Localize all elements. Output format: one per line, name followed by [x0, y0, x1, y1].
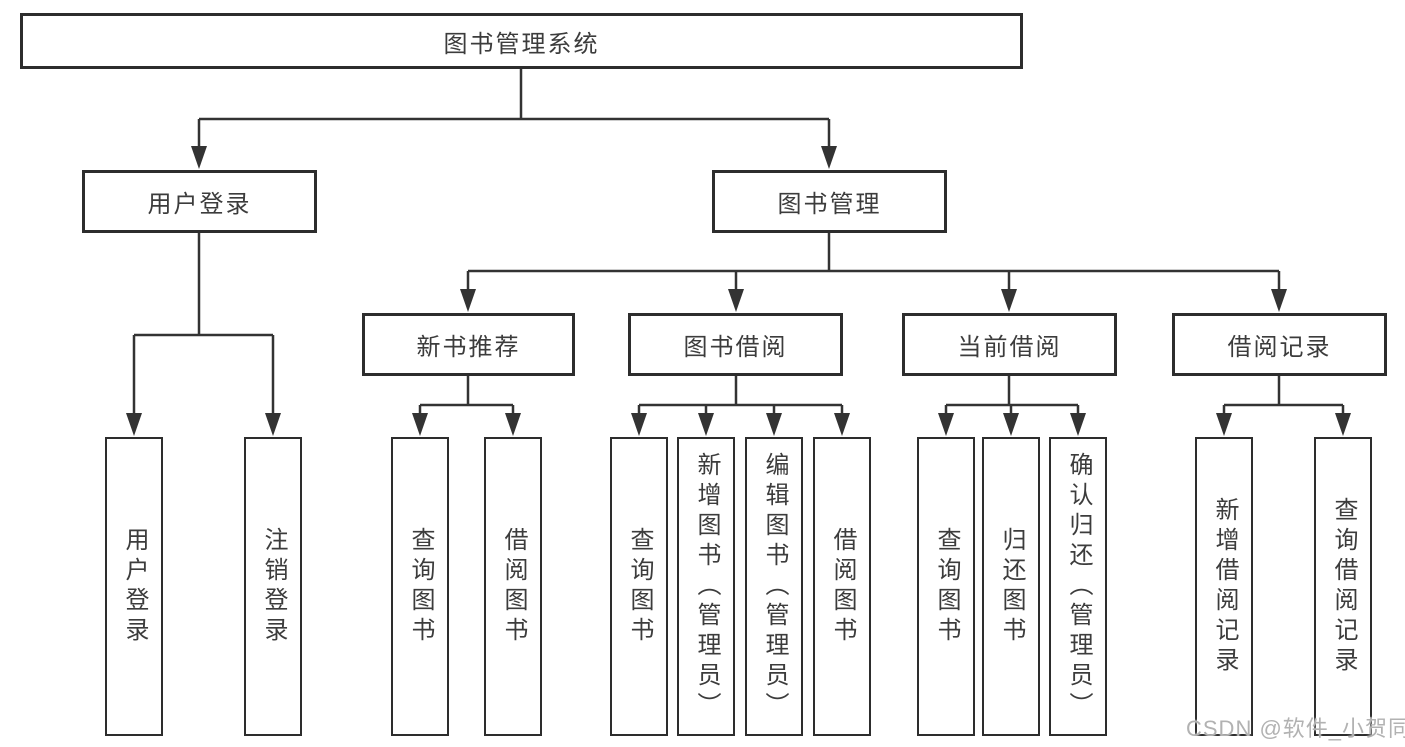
leaf-user-login-label: 用户登录: [121, 526, 148, 647]
leaf-logout-label: 注销登录: [260, 526, 287, 647]
leaf-add-borrow-record-label: 新增借阅记录: [1211, 496, 1238, 677]
node-user-login: 用户登录: [82, 170, 317, 233]
leaf-edit-books-admin-label: 编辑图书（管理员）: [761, 451, 788, 722]
leaf-return-books: 归还图书: [982, 437, 1040, 736]
leaf-query-borrow-record: 查询借阅记录: [1314, 437, 1372, 736]
leaf-user-login: 用户登录: [105, 437, 163, 736]
node-book-borrowing: 图书借阅: [628, 313, 843, 376]
leaf-confirm-return-admin: 确认归还（管理员）: [1049, 437, 1107, 736]
leaf-recommend-borrow-books-label: 借阅图书: [500, 526, 527, 647]
leaf-current-query-books-label: 查询图书: [933, 526, 960, 647]
node-book-management: 图书管理: [712, 170, 947, 233]
leaf-recommend-borrow-books: 借阅图书: [484, 437, 542, 736]
leaf-confirm-return-admin-label: 确认归还（管理员）: [1065, 451, 1092, 722]
leaf-borrowing-query-books: 查询图书: [610, 437, 668, 736]
leaf-recommend-query-books: 查询图书: [391, 437, 449, 736]
leaf-recommend-query-books-label: 查询图书: [407, 526, 434, 647]
leaf-add-borrow-record: 新增借阅记录: [1195, 437, 1253, 736]
leaf-logout: 注销登录: [244, 437, 302, 736]
node-new-book-recommend: 新书推荐: [362, 313, 575, 376]
leaf-borrowing-borrow-books-label: 借阅图书: [829, 526, 856, 647]
leaf-edit-books-admin: 编辑图书（管理员）: [745, 437, 803, 736]
csdn-watermark: CSDN @软件_小贺同学: [1186, 716, 1405, 741]
node-borrowing-records: 借阅记录: [1172, 313, 1387, 376]
leaf-return-books-label: 归还图书: [998, 526, 1025, 647]
leaf-add-books-admin-label: 新增图书（管理员）: [693, 451, 720, 722]
leaf-borrowing-borrow-books: 借阅图书: [813, 437, 871, 736]
node-root: 图书管理系统: [20, 13, 1023, 69]
leaf-borrowing-query-books-label: 查询图书: [626, 526, 653, 647]
leaf-current-query-books: 查询图书: [917, 437, 975, 736]
node-current-borrowing: 当前借阅: [902, 313, 1117, 376]
leaf-query-borrow-record-label: 查询借阅记录: [1330, 496, 1357, 677]
leaf-add-books-admin: 新增图书（管理员）: [677, 437, 735, 736]
